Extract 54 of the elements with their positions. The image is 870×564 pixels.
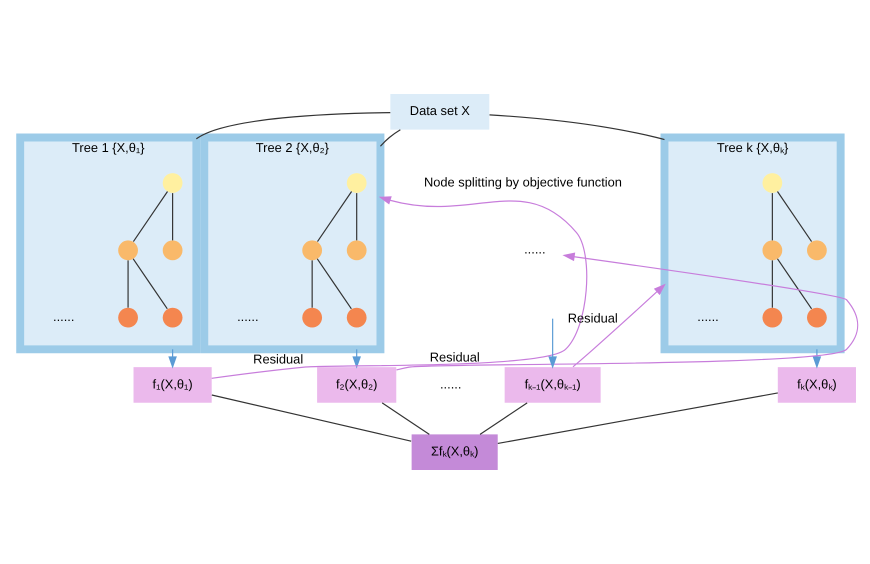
connector xyxy=(312,260,313,308)
label: ...... xyxy=(440,376,462,392)
connector xyxy=(776,258,812,310)
connector xyxy=(772,193,773,240)
connector xyxy=(382,402,430,435)
edge-label: Residual xyxy=(430,349,480,364)
connector xyxy=(356,193,358,240)
node-circle xyxy=(762,240,782,260)
node-circle xyxy=(302,240,322,260)
connector xyxy=(316,258,352,310)
node-box: Σfₖ(X,θₖ) xyxy=(412,434,498,470)
connector xyxy=(127,260,129,308)
connector xyxy=(772,260,773,308)
node-circle xyxy=(302,308,322,328)
node-circle xyxy=(346,308,367,328)
connector xyxy=(316,191,352,242)
node-circle xyxy=(346,240,367,260)
connector xyxy=(132,258,168,310)
node-box: f₂(X,θ₂) xyxy=(317,367,396,403)
connector xyxy=(172,193,174,240)
node-circle xyxy=(762,173,782,193)
label: Node splitting by objective function xyxy=(424,174,622,190)
connector xyxy=(498,392,778,444)
arrow xyxy=(548,318,557,369)
node-circle xyxy=(762,308,782,328)
node-circle xyxy=(807,240,827,260)
edge-label: Residual xyxy=(568,310,618,326)
connector xyxy=(132,191,168,242)
node-text: ...... xyxy=(524,242,546,257)
node-box: fₖ(X,θₖ) xyxy=(778,367,856,403)
node-box: fₖ₋₁(X,θₖ₋₁) xyxy=(504,367,601,403)
connector xyxy=(196,112,390,140)
node-circle xyxy=(118,240,138,260)
label: ...... xyxy=(697,308,719,324)
node-circle xyxy=(807,308,827,328)
edge-label: Residual xyxy=(253,352,304,367)
arrow xyxy=(352,349,361,369)
node-circle xyxy=(162,240,182,260)
arrow xyxy=(212,196,588,379)
arrow xyxy=(396,252,858,371)
connector xyxy=(212,394,412,442)
connector xyxy=(380,129,401,147)
node-circle xyxy=(162,308,182,328)
node-circle xyxy=(346,173,367,193)
node-box: f₁(X,θ₁) xyxy=(134,367,212,403)
node-circle xyxy=(162,173,182,193)
label: ...... xyxy=(53,308,74,324)
connector xyxy=(489,114,665,140)
label: ...... xyxy=(237,308,259,324)
connector xyxy=(480,402,528,435)
connector xyxy=(776,191,812,242)
arrow xyxy=(572,284,666,368)
node-box: Data set X xyxy=(390,94,490,130)
node-circle xyxy=(118,308,138,328)
